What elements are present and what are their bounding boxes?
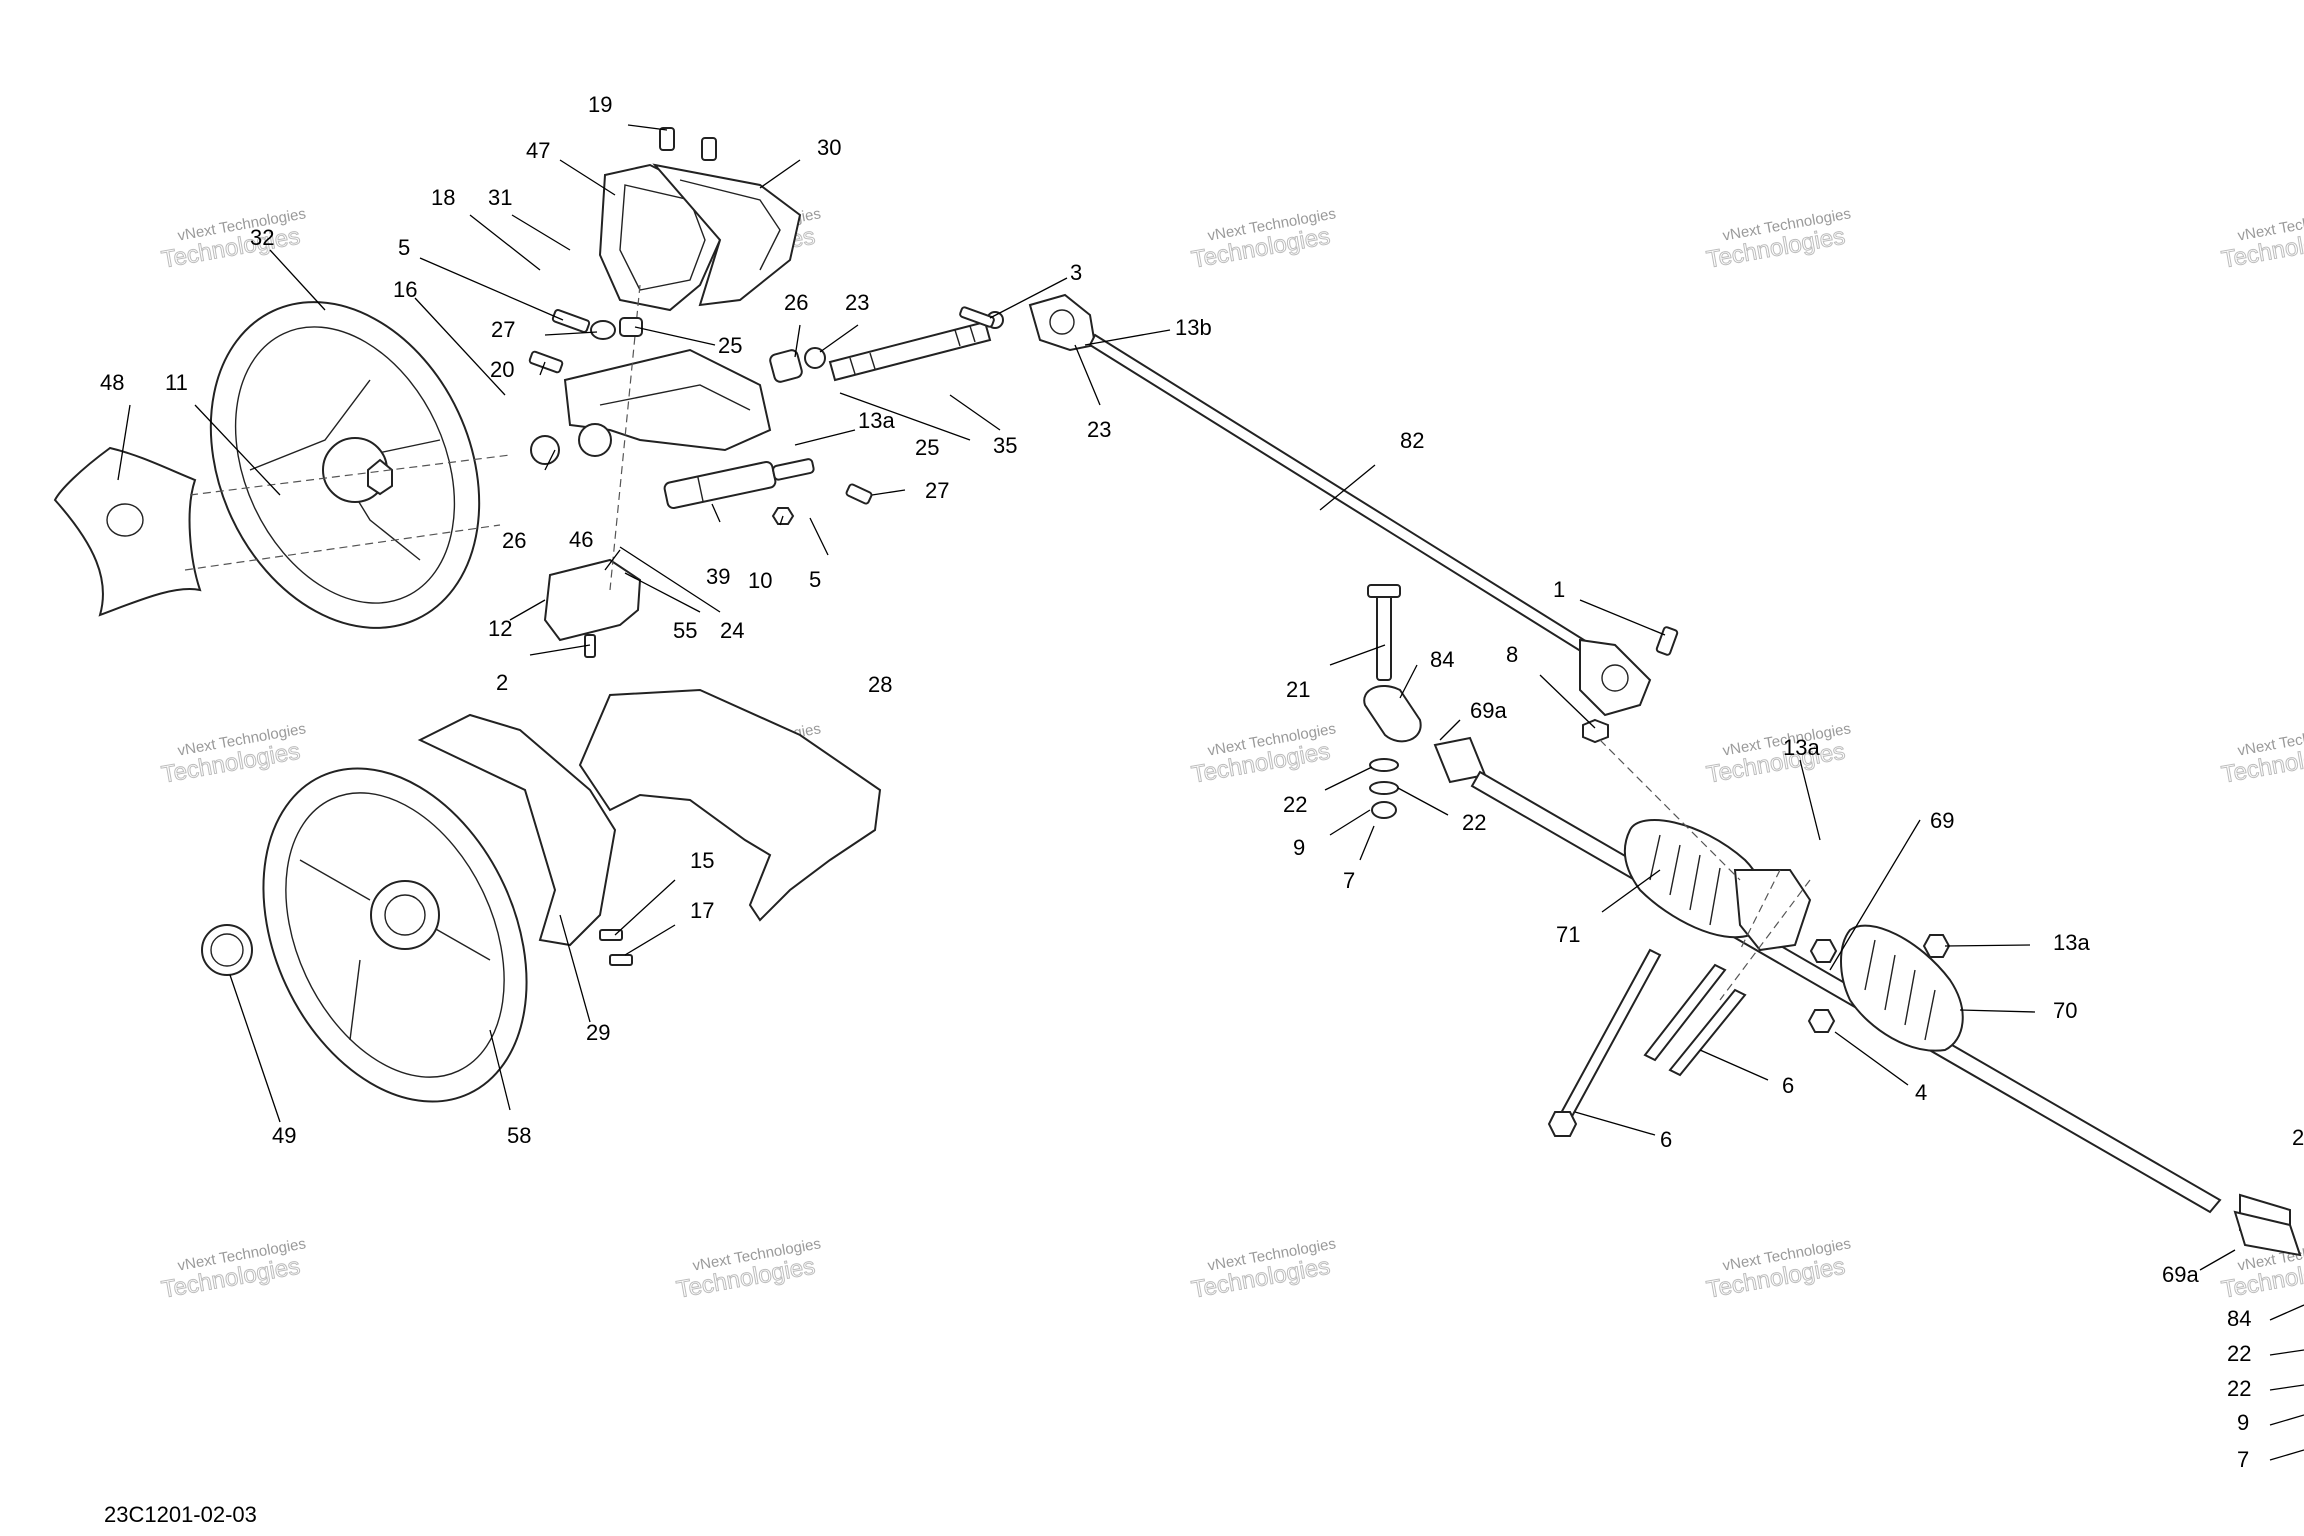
callout-25-mid: 25 [915,435,939,460]
callout-84-right: 84 [2227,1306,2251,1331]
column-bracket [530,348,772,465]
callout-30: 30 [817,135,841,160]
horn-ring-49 [201,924,253,976]
callout-labels: 19 47 30 18 31 32 5 16 27 25 20 26 23 3 … [100,92,2304,1472]
callout-9: 9 [1293,835,1305,860]
callout-20: 20 [490,357,514,382]
callout-16: 16 [393,277,417,302]
callout-4: 4 [1915,1080,1927,1105]
callout-25-top: 25 [718,333,742,358]
universal-joint-upper [986,293,1097,352]
callout-13b: 13b [1175,315,1212,340]
steering-wheel-32 [209,301,481,629]
callout-31: 31 [488,185,512,210]
hub-cover-48 [53,446,202,617]
callout-19: 19 [588,92,612,117]
watermark: vNext Technologies Technologies [2219,205,2304,274]
callout-8: 8 [1506,642,1518,667]
callout-6-upper: 6 [1782,1073,1794,1098]
callout-22-right: 22 [1462,810,1486,835]
callout-35: 35 [993,433,1017,458]
watermark: vNext Technologies Technologies [1704,720,1852,789]
callout-1: 1 [1553,577,1565,602]
callout-39: 39 [706,564,730,589]
watermark: vNext Technologies Technologies [159,1235,307,1304]
callout-24: 24 [720,618,744,643]
callout-82: 82 [1400,428,1424,453]
callout-13a-right: 13a [2053,930,2090,955]
watermark: vNext Technologies Technologies [1189,1235,1337,1304]
callout-23-bottom: 23 [1087,417,1111,442]
callout-10: 10 [748,568,772,593]
callout-3: 3 [1070,260,1082,285]
callout-26-left: 26 [502,528,526,553]
leader-lines [117,124,2036,1136]
watermark: vNext Technologies Technologies [1189,205,1337,274]
callout-13a-mid: 13a [1783,735,1820,760]
callout-9-right: 9 [2237,1410,2249,1435]
callout-58: 58 [507,1123,531,1148]
callout-27-mid: 27 [925,478,949,503]
callout-12: 12 [488,616,512,641]
callout-7: 7 [1343,868,1355,893]
callout-22-right-b: 22 [2227,1376,2251,1401]
callout-5-mid: 5 [809,567,821,592]
callout-47: 47 [526,138,550,163]
universal-joint-lower [1579,626,1679,744]
callout-27-top: 27 [491,317,515,342]
steering-wheel-58 [262,713,617,1103]
tilt-actuator-39 [663,458,815,510]
steering-shaft-35 [769,320,992,383]
callout-55: 55 [673,618,697,643]
tie-rod-end-left [1363,584,1422,819]
column-cover-28 [578,688,882,922]
hub-cover-emblem [106,503,144,537]
watermark: vNext Technologies Technologies [159,205,307,274]
callout-17: 17 [690,898,714,923]
watermark: vNext Technologies Technologies [2219,720,2304,789]
watermark: vNext Technologies Technologies [1704,205,1852,274]
callout-70: 70 [2053,998,2077,1023]
steering-rack [1470,770,2291,1247]
fasteners [528,127,995,966]
callout-32: 32 [250,225,274,250]
callout-7-right: 7 [2237,1447,2249,1472]
callout-26-top: 26 [784,290,808,315]
callout-2: 2 [496,670,508,695]
watermark: vNext Technologies Technologies [674,1235,822,1304]
callout-18: 18 [431,185,455,210]
callout-69: 69 [1930,808,1954,833]
callout-29: 29 [586,1020,610,1045]
callout-28: 28 [868,672,892,697]
assembly-guide-lines [184,284,1811,1001]
watermark: vNext Technologies Technologies [1189,720,1337,789]
cover-55 [543,558,642,642]
callout-84: 84 [1430,647,1454,672]
callout-22-right-a: 22 [2227,1341,2251,1366]
callout-23-top: 23 [845,290,869,315]
intermediate-shaft-82 [1088,333,1602,662]
callout-11: 11 [165,370,188,395]
callout-46: 46 [569,527,593,552]
rack-mounting-bolts [1547,934,1951,1137]
watermark: vNext Technologies Technologies [1704,1235,1852,1304]
callout-13a-top: 13a [858,408,895,433]
instrument-support-47-30 [598,163,802,312]
callout-6-lower: 6 [1660,1127,1672,1152]
callout-48: 48 [100,370,124,395]
callout-21: 21 [1286,677,1310,702]
callout-15: 15 [690,848,714,873]
callout-71: 71 [1556,922,1580,947]
callout-5-top: 5 [398,235,410,260]
right-edge-partial [2199,1210,2304,1461]
drawing-code: 23C1201-02-03 [104,1502,257,1527]
callout-49: 49 [272,1123,296,1148]
callout-22-left: 22 [1283,792,1307,817]
watermark: vNext Technologies Technologies [159,720,307,789]
callout-69a-right: 69a [2162,1262,2199,1287]
callout-69a: 69a [1470,698,1507,723]
callout-2-edge: 2 [2292,1125,2304,1150]
